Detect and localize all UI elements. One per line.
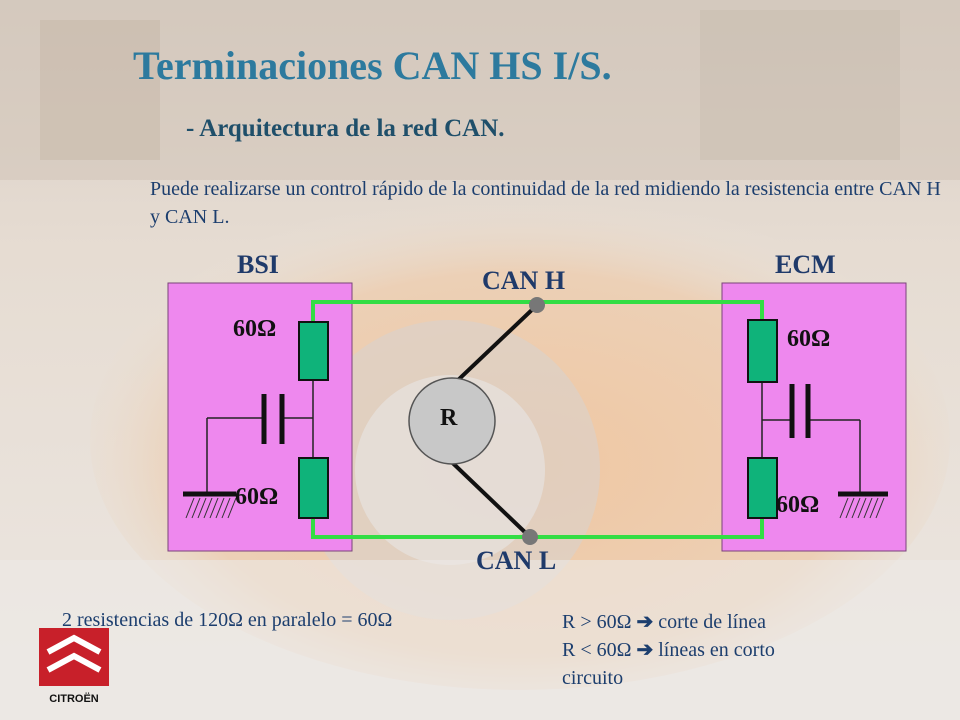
bsi-resistor-bottom <box>298 457 329 519</box>
parallel-note: 2 resistencias de 120Ω en paralelo = 60Ω <box>62 609 393 631</box>
bsi-resistor-top <box>298 321 329 381</box>
rule-short-result: líneas en corto <box>658 639 775 661</box>
citroen-logo: CITROËN <box>34 628 114 708</box>
probe-tip-high <box>529 297 545 313</box>
ecm-res-bottom-label: 60Ω <box>776 492 820 518</box>
description-text: Puede realizarse un control rápido de la… <box>150 178 941 228</box>
section-subtitle: - Arquitectura de la red CAN. <box>186 115 505 142</box>
rule-short-condition: R < 60Ω <box>562 639 632 661</box>
ecm-res-top-label: 60Ω <box>787 326 831 352</box>
rule-open-condition: R > 60Ω <box>562 611 632 633</box>
can-low-label: CAN L <box>476 546 557 575</box>
arrow-right-icon: ➔ <box>636 611 654 633</box>
rule-short: R < 60Ω ➔ líneas en corto <box>562 636 775 664</box>
ecm-label: ECM <box>775 250 836 279</box>
ecm-resistor-top <box>747 319 778 383</box>
rule-open-result: corte de línea <box>658 611 766 633</box>
bsi-res-top-label: 60Ω <box>233 316 277 342</box>
probe-tip-low <box>522 529 538 545</box>
meter-label: R <box>440 405 458 431</box>
rule-short-result-cont: circuito <box>562 667 624 689</box>
bsi-res-bottom-label: 60Ω <box>235 484 279 510</box>
page-title: Terminaciones CAN HS I/S. <box>133 43 612 88</box>
rule-open: R > 60Ω ➔ corte de línea <box>562 608 775 636</box>
ecm-resistor-bottom <box>747 457 778 519</box>
rules-list: R > 60Ω ➔ corte de línea R < 60Ω ➔ línea… <box>562 608 775 692</box>
can-high-label: CAN H <box>482 266 566 295</box>
ohmmeter-circle <box>408 377 496 465</box>
can-low-wire <box>311 518 764 539</box>
bsi-label: BSI <box>237 250 279 279</box>
logo-text: CITROËN <box>49 692 99 705</box>
arrow-right-icon: ➔ <box>636 639 654 661</box>
